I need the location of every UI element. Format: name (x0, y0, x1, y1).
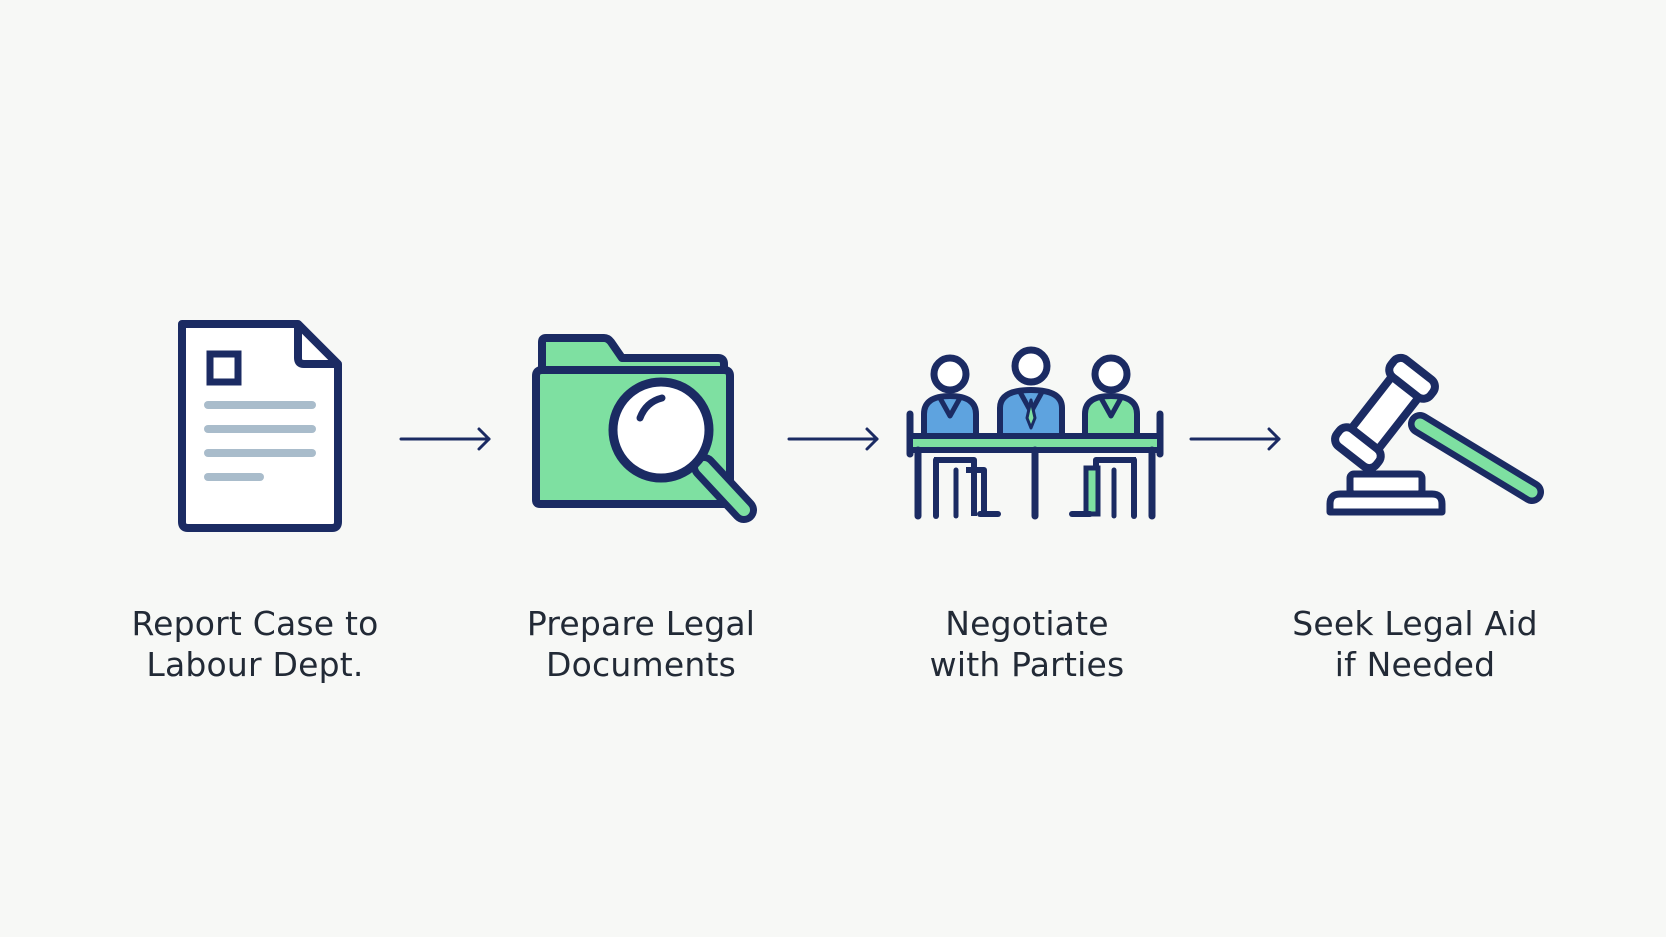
document-icon (178, 320, 342, 532)
step-3-label-line-2: with Parties (929, 645, 1125, 684)
step-2-label-line-1: Prepare Legal (526, 604, 756, 643)
folder-magnifier-icon (532, 334, 757, 523)
step-1-label: Report Case to Labour Dept. (85, 603, 425, 685)
step-2-label: Prepare Legal Documents (471, 603, 811, 685)
step-2-label-line-2: Documents (546, 645, 736, 684)
arrow-icon (787, 427, 879, 451)
step-1-label-line-2: Labour Dept. (146, 645, 364, 684)
step-4-label-line-2: if Needed (1334, 645, 1496, 684)
arrow-icon (399, 427, 491, 451)
step-4-label-line-1: Seek Legal Aid (1292, 604, 1538, 643)
step-3-label: Negotiate with Parties (857, 603, 1197, 685)
gavel-icon (1326, 353, 1544, 516)
arrow-icon (1189, 427, 1281, 451)
step-3-label-line-1: Negotiate (945, 604, 1109, 643)
step-4-label: Seek Legal Aid if Needed (1245, 603, 1585, 685)
negotiation-table-icon (906, 346, 1164, 520)
step-1-label-line-1: Report Case to (131, 604, 379, 643)
